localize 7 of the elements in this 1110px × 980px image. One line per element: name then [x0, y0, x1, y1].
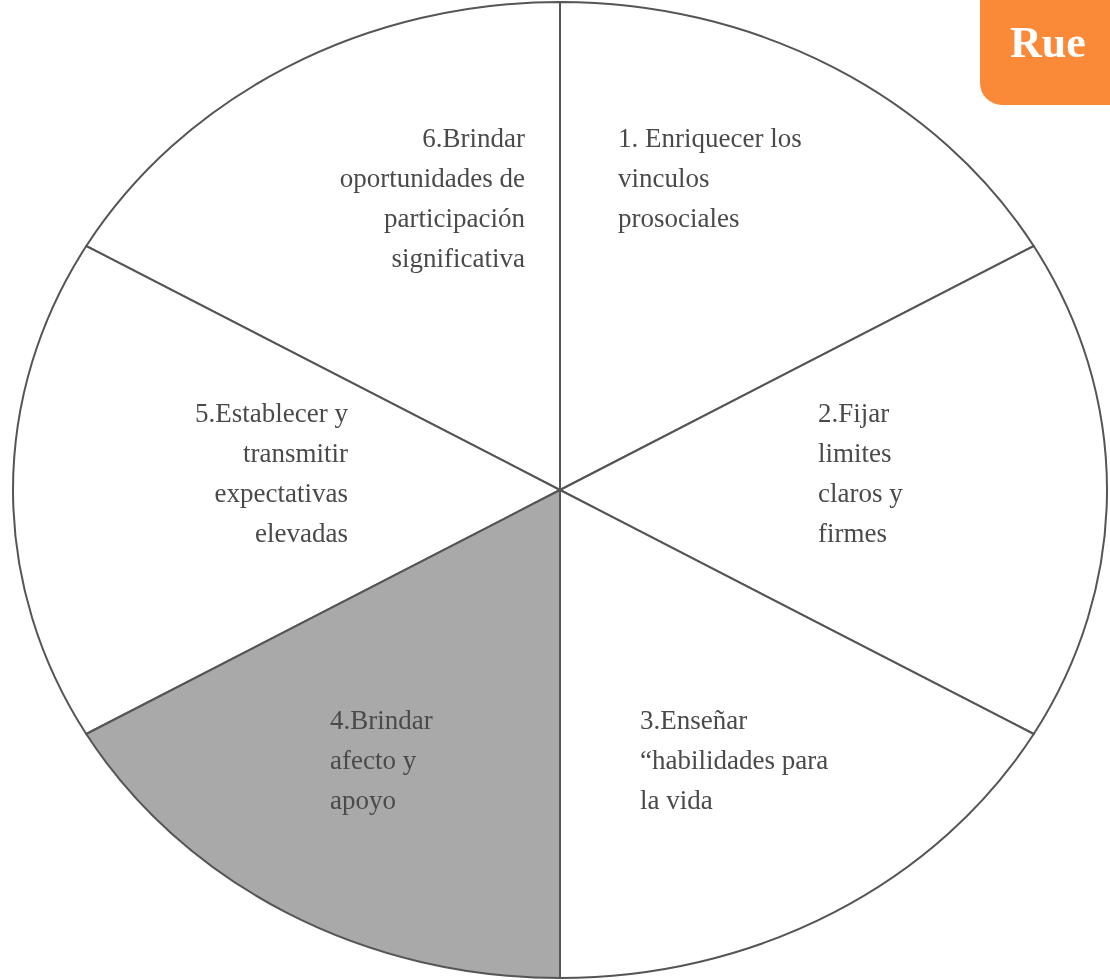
sector-label: 4.Brindar afecto y apoyo: [330, 700, 480, 820]
sector-label: 5.Establecer y transmitir expectativas elevadas: [128, 393, 348, 553]
sector-label: 6.Brindar oportunidades de participación significativa: [285, 118, 525, 278]
title-badge: Rue: [980, 0, 1110, 105]
sector-label: 3.Enseñar “habilidades para la vida: [640, 700, 840, 820]
sector-label: 1. Enriquecer los vinculos prosociales: [618, 118, 818, 238]
sector-label: 2.Fijar limites claros y firmes: [818, 393, 948, 553]
